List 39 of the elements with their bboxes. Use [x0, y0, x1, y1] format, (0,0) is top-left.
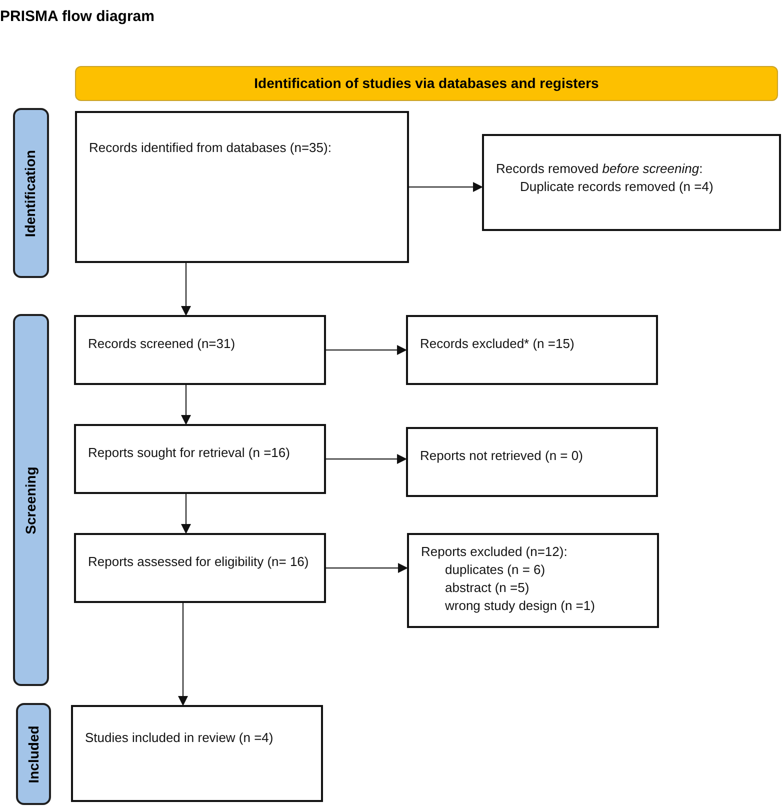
sub-item-text: abstract (n =5) [444, 579, 530, 597]
arrow [408, 182, 483, 192]
process-box [74, 424, 326, 494]
arrow [178, 602, 188, 706]
process-box [406, 315, 658, 385]
arrow [181, 494, 191, 534]
sub-item-text: wrong study design (n =1) [444, 597, 596, 615]
phase-label: Screening [22, 466, 40, 534]
process-box [407, 533, 659, 628]
arrow [326, 454, 407, 464]
process-box [75, 111, 409, 263]
box-text: Reports sought for retrieval (n =16) [88, 444, 291, 462]
arrow [181, 384, 191, 425]
box-text: Records screened (n=31) [88, 335, 236, 353]
phase-band [13, 108, 49, 278]
box-text: Records identified from databases (n=35): [89, 139, 332, 157]
process-box [406, 427, 658, 497]
sub-item-text: Duplicate records removed (n =4) [519, 178, 714, 196]
box-text: Reports not retrieved (n = 0) [420, 447, 584, 465]
process-box [71, 705, 323, 802]
diagram-title: PRISMA flow diagram [0, 7, 154, 27]
arrow [181, 262, 191, 316]
section-header-text: Identification of studies via databases and registers [254, 74, 599, 93]
process-box [482, 134, 781, 231]
arrow [326, 563, 408, 573]
process-box [74, 533, 326, 603]
section-header-band [75, 66, 778, 101]
arrow [326, 345, 407, 355]
box-text: Reports assessed for eligibility (n= 16) [88, 553, 310, 571]
process-box [74, 315, 326, 385]
phase-band [13, 314, 49, 686]
box-text: Records removed before screening: [496, 160, 704, 178]
phase-label: Identification [22, 149, 40, 237]
box-text: Studies included in review (n =4) [85, 729, 274, 747]
box-text: Records excluded* (n =15) [420, 335, 576, 353]
box-text: Reports excluded (n=12): [421, 543, 568, 561]
phase-band [16, 703, 51, 805]
phase-label: Included [24, 725, 42, 783]
sub-item-text: duplicates (n = 6) [444, 561, 546, 579]
